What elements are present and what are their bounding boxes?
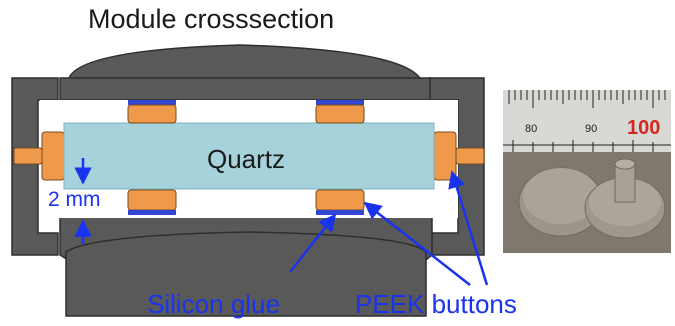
ruler-label-90: 90 bbox=[585, 123, 597, 135]
ruler-label-100: 100 bbox=[627, 117, 660, 139]
cavity-floor bbox=[40, 215, 458, 218]
silicon-glue-label: Silicon glue bbox=[147, 289, 280, 319]
quartz-label: Quartz bbox=[207, 144, 285, 174]
peek-buttons-photo: 80 90 100 bbox=[503, 90, 671, 253]
quartz-bar bbox=[63, 122, 435, 190]
peek-button-left bbox=[41, 131, 65, 181]
peek-button-top-right bbox=[315, 104, 365, 124]
ruler bbox=[503, 90, 671, 152]
bottom-glue-right bbox=[316, 210, 364, 215]
top-glue-left bbox=[128, 100, 176, 105]
peek-button-bottom-right bbox=[315, 189, 365, 211]
top-housing-plate bbox=[59, 77, 433, 101]
peek-button-left-stem bbox=[13, 147, 43, 165]
diagram-title: Module crosssection bbox=[88, 4, 335, 34]
peek-button-right-stem bbox=[455, 147, 485, 165]
peek-stem bbox=[614, 163, 636, 203]
peek-button-top-left bbox=[127, 104, 177, 124]
peek-buttons-arrow-right-icon bbox=[448, 170, 489, 286]
peek-button-bottom-left bbox=[127, 189, 177, 211]
ruler-label-80: 80 bbox=[525, 123, 537, 135]
bottom-glue-left bbox=[128, 210, 176, 215]
left-housing-bracket bbox=[11, 77, 59, 256]
silicon-glue-arrow-icon bbox=[289, 213, 337, 273]
ruler-ticks bbox=[503, 90, 671, 152]
gap-label: 2 mm bbox=[48, 188, 101, 211]
bottom-dome bbox=[65, 231, 427, 317]
top-dome-cover bbox=[67, 44, 424, 83]
peek-buttons-arrow-left-icon bbox=[363, 201, 471, 286]
peek-buttons-label: PEEK buttons bbox=[355, 289, 517, 319]
top-glue-right bbox=[316, 100, 364, 105]
